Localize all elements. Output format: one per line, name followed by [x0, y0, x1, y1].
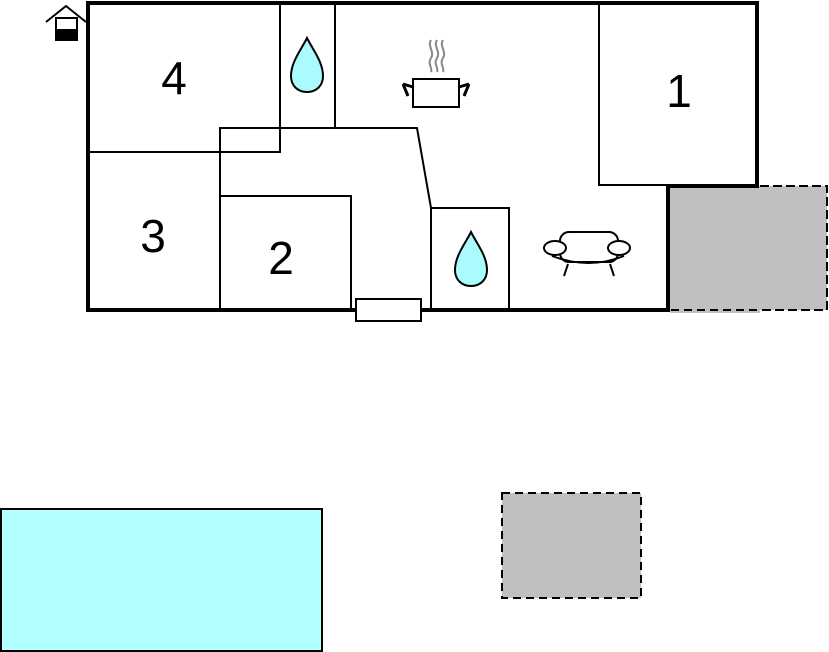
room-2-label: 2 [268, 232, 294, 284]
room-2 [219, 195, 352, 311]
sofa-icon [543, 231, 631, 277]
water-drop-icon [289, 35, 325, 94]
entrance-door [355, 298, 422, 322]
swimming-pool [0, 508, 323, 652]
house-entrance-icon [45, 4, 87, 41]
room-1-label: 1 [666, 65, 692, 117]
room-3-label: 3 [140, 210, 166, 262]
water-drop-icon [453, 229, 489, 288]
outline-step-mask [670, 188, 760, 313]
room-1 [598, 2, 758, 186]
terrace-bottom [501, 492, 642, 599]
cooking-pot-icon [401, 39, 471, 108]
bathroom-bottom [430, 207, 510, 311]
room-4-label: 4 [161, 52, 187, 104]
